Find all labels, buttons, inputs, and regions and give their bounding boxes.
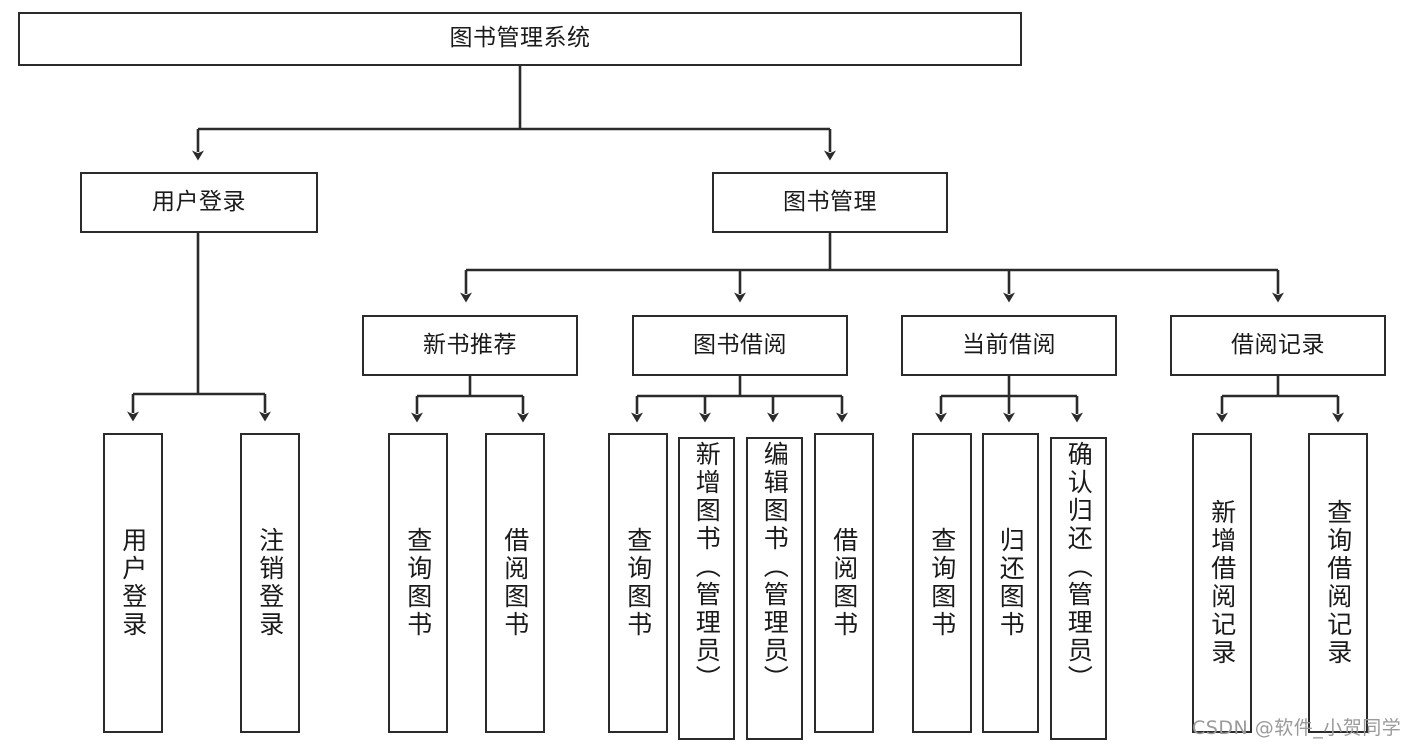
node-leaf-add-record[interactable]: 新增借阅记录	[1192, 433, 1252, 733]
node-leaf-borrow-book-1-label: 借阅图书	[500, 527, 530, 639]
node-leaf-query-record-label: 查询借阅记录	[1323, 499, 1353, 667]
node-root-label: 图书管理系统	[449, 25, 591, 52]
node-leaf-add-record-label: 新增借阅记录	[1207, 499, 1237, 667]
node-leaf-query-book-1[interactable]: 查询图书	[388, 433, 448, 733]
node-leaf-borrow-book-2[interactable]: 借阅图书	[814, 433, 874, 733]
node-root[interactable]: 图书管理系统	[18, 12, 1022, 66]
node-borrow-record[interactable]: 借阅记录	[1170, 315, 1386, 376]
node-leaf-query-book-3-label: 查询图书	[927, 527, 957, 639]
node-leaf-return-book[interactable]: 归还图书	[982, 433, 1039, 733]
node-leaf-confirm-return[interactable]: 确认归还（管理员）	[1050, 437, 1107, 740]
node-leaf-edit-book[interactable]: 编辑图书（管理员）	[746, 437, 803, 740]
node-leaf-user-login-label: 用户登录	[118, 527, 148, 639]
node-leaf-query-record[interactable]: 查询借阅记录	[1308, 433, 1368, 733]
node-leaf-add-book[interactable]: 新增图书（管理员）	[678, 437, 735, 740]
node-new-book-recommend[interactable]: 新书推荐	[362, 315, 578, 376]
node-leaf-logout[interactable]: 注销登录	[240, 433, 300, 733]
node-leaf-logout-label: 注销登录	[255, 527, 285, 639]
node-book-manage-label: 图书管理	[783, 188, 877, 215]
node-leaf-query-book-1-label: 查询图书	[403, 527, 433, 639]
node-leaf-edit-book-label: 编辑图书（管理员）	[760, 441, 790, 693]
node-leaf-return-book-label: 归还图书	[996, 527, 1026, 639]
node-leaf-user-login[interactable]: 用户登录	[103, 433, 163, 733]
node-leaf-add-book-label: 新增图书（管理员）	[692, 441, 722, 693]
node-book-borrow-label: 图书借阅	[693, 331, 787, 358]
node-user-login[interactable]: 用户登录	[80, 172, 318, 233]
node-current-borrow[interactable]: 当前借阅	[901, 315, 1117, 376]
node-leaf-confirm-return-label: 确认归还（管理员）	[1064, 441, 1094, 693]
node-leaf-borrow-book-1[interactable]: 借阅图书	[485, 433, 545, 733]
node-leaf-borrow-book-2-label: 借阅图书	[829, 527, 859, 639]
node-user-login-label: 用户登录	[152, 188, 246, 215]
node-borrow-record-label: 借阅记录	[1231, 331, 1325, 358]
node-leaf-query-book-2[interactable]: 查询图书	[608, 433, 668, 733]
node-book-manage[interactable]: 图书管理	[712, 172, 948, 233]
node-current-borrow-label: 当前借阅	[962, 331, 1056, 358]
node-leaf-query-book-2-label: 查询图书	[623, 527, 653, 639]
node-book-borrow[interactable]: 图书借阅	[632, 315, 848, 376]
node-leaf-query-book-3[interactable]: 查询图书	[912, 433, 972, 733]
node-new-book-recommend-label: 新书推荐	[423, 331, 517, 358]
watermark-text: CSDN @软件_小贺同学	[1192, 717, 1402, 739]
